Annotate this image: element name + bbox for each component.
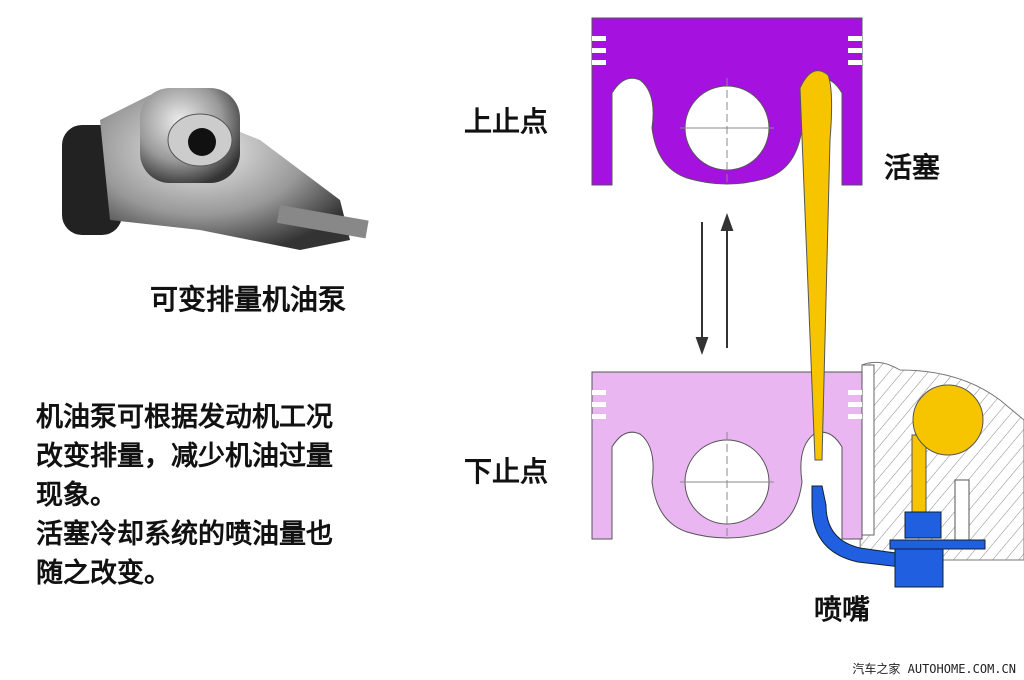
description-line: 现象。 bbox=[36, 480, 117, 511]
piston-top-dead-center bbox=[591, 17, 863, 186]
watermark: 汽车之家 AUTOHOME.COM.CN bbox=[852, 662, 1016, 676]
motion-arrows bbox=[695, 213, 734, 355]
nozzle bbox=[811, 485, 986, 588]
piston-label: 活塞 bbox=[884, 151, 941, 184]
tdc-label: 上止点 bbox=[464, 105, 549, 138]
description: 机油泵可根据发动机工况 改变排量，减少机油过量 现象。 活塞冷却系统的喷油量也 … bbox=[36, 398, 333, 593]
description-line: 活塞冷却系统的喷油量也 bbox=[36, 519, 333, 550]
engine-block bbox=[859, 361, 1024, 561]
oil-jet bbox=[799, 70, 833, 461]
oil-gallery bbox=[912, 384, 984, 456]
description-line: 随之改变。 bbox=[36, 558, 171, 589]
description-line: 机油泵可根据发动机工况 bbox=[36, 402, 333, 433]
pump-label: 可变排量机油泵 bbox=[150, 283, 347, 316]
bdc-label: 下止点 bbox=[464, 455, 549, 488]
piston-bottom-dead-center bbox=[591, 371, 863, 540]
description-line: 改变排量，减少机油过量 bbox=[36, 441, 333, 472]
nozzle-label: 喷嘴 bbox=[814, 593, 871, 626]
oil-pump-image bbox=[62, 88, 369, 250]
